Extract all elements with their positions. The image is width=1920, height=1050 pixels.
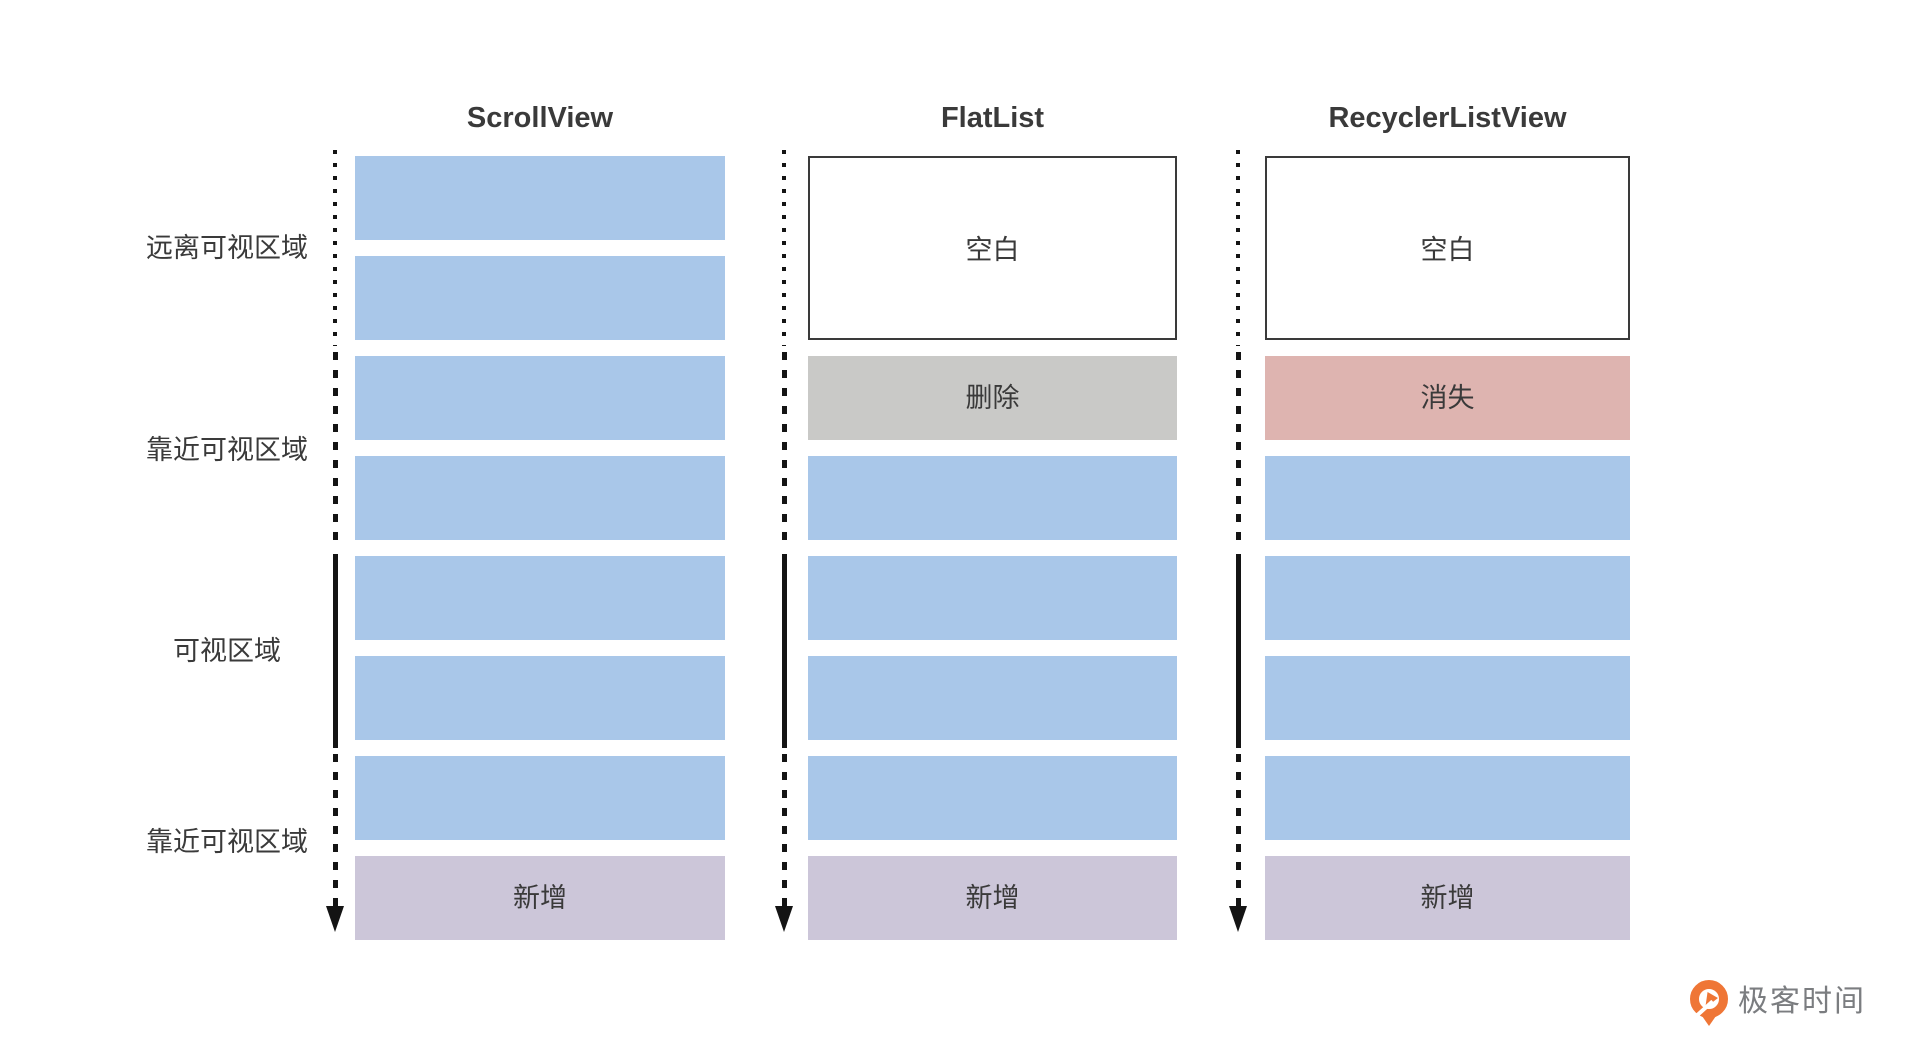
recyclerlistview-guide-dotted-segment — [1236, 150, 1240, 346]
recyclerlistview-added-item: 新增 — [1265, 856, 1630, 940]
scrollview-added-item: 新增 — [355, 856, 725, 940]
recyclerlistview-guide-dashed-arrow-segment — [1236, 754, 1241, 906]
scrollview-list-item — [355, 756, 725, 840]
scrollview-guide-arrowhead-icon — [326, 906, 344, 932]
geektime-logo-text: 极客时间 — [1738, 985, 1866, 1018]
scrollview-list-item — [355, 656, 725, 740]
scrollview-list-item — [355, 556, 725, 640]
scrollview-list-item — [355, 156, 725, 240]
flatlist-guide-arrowhead-icon — [775, 906, 793, 932]
section-label-far-from-viewport: 远离可视区域 — [146, 233, 308, 263]
recyclerlistview-guide-dashed-segment — [1236, 352, 1241, 548]
flatlist-guide-dashed-arrow-segment — [782, 754, 787, 906]
scrollview-guide-dashed-segment — [333, 352, 338, 548]
recyclerlistview-list-item — [1265, 756, 1630, 840]
geektime-watermark: 极客时间 — [1690, 978, 1920, 1034]
recyclerlistview-vanished-item: 消失 — [1265, 356, 1630, 440]
flatlist-removed-item: 删除 — [808, 356, 1177, 440]
recyclerlistview-guide-solid-segment — [1236, 554, 1241, 748]
flatlist-added-item: 新增 — [808, 856, 1177, 940]
flatlist-blank-area: 空白 — [808, 156, 1177, 340]
geektime-logo-icon — [1690, 980, 1730, 1030]
recyclerlistview-list-item — [1265, 456, 1630, 540]
flatlist-guide-dotted-segment — [782, 150, 786, 346]
section-label-near-viewport-top: 靠近可视区域 — [146, 435, 308, 465]
flatlist-list-item — [808, 756, 1177, 840]
scrollview-list-item — [355, 256, 725, 340]
recyclerlistview-guide-arrowhead-icon — [1229, 906, 1247, 932]
flatlist-list-item — [808, 656, 1177, 740]
scrollview-guide-dashed-arrow-segment — [333, 754, 338, 906]
flatlist-list-item — [808, 456, 1177, 540]
flatlist-guide-solid-segment — [782, 554, 787, 748]
column-title-scrollview: ScrollView — [466, 102, 614, 134]
scrollview-guide-dotted-segment — [333, 150, 337, 346]
section-label-viewport: 可视区域 — [173, 636, 281, 666]
flatlist-list-item — [808, 556, 1177, 640]
scrollview-guide-solid-segment — [333, 554, 338, 748]
scrollview-list-item — [355, 456, 725, 540]
flatlist-guide-dashed-segment — [782, 352, 787, 548]
column-title-flatlist: FlatList — [940, 102, 1045, 134]
recyclerlistview-list-item — [1265, 556, 1630, 640]
recyclerlistview-blank-area: 空白 — [1265, 156, 1630, 340]
section-label-near-viewport-bottom: 靠近可视区域 — [146, 827, 308, 857]
scrollview-list-item — [355, 356, 725, 440]
recyclerlistview-list-item — [1265, 656, 1630, 740]
column-title-recyclerlistview: RecyclerListView — [1328, 102, 1567, 134]
